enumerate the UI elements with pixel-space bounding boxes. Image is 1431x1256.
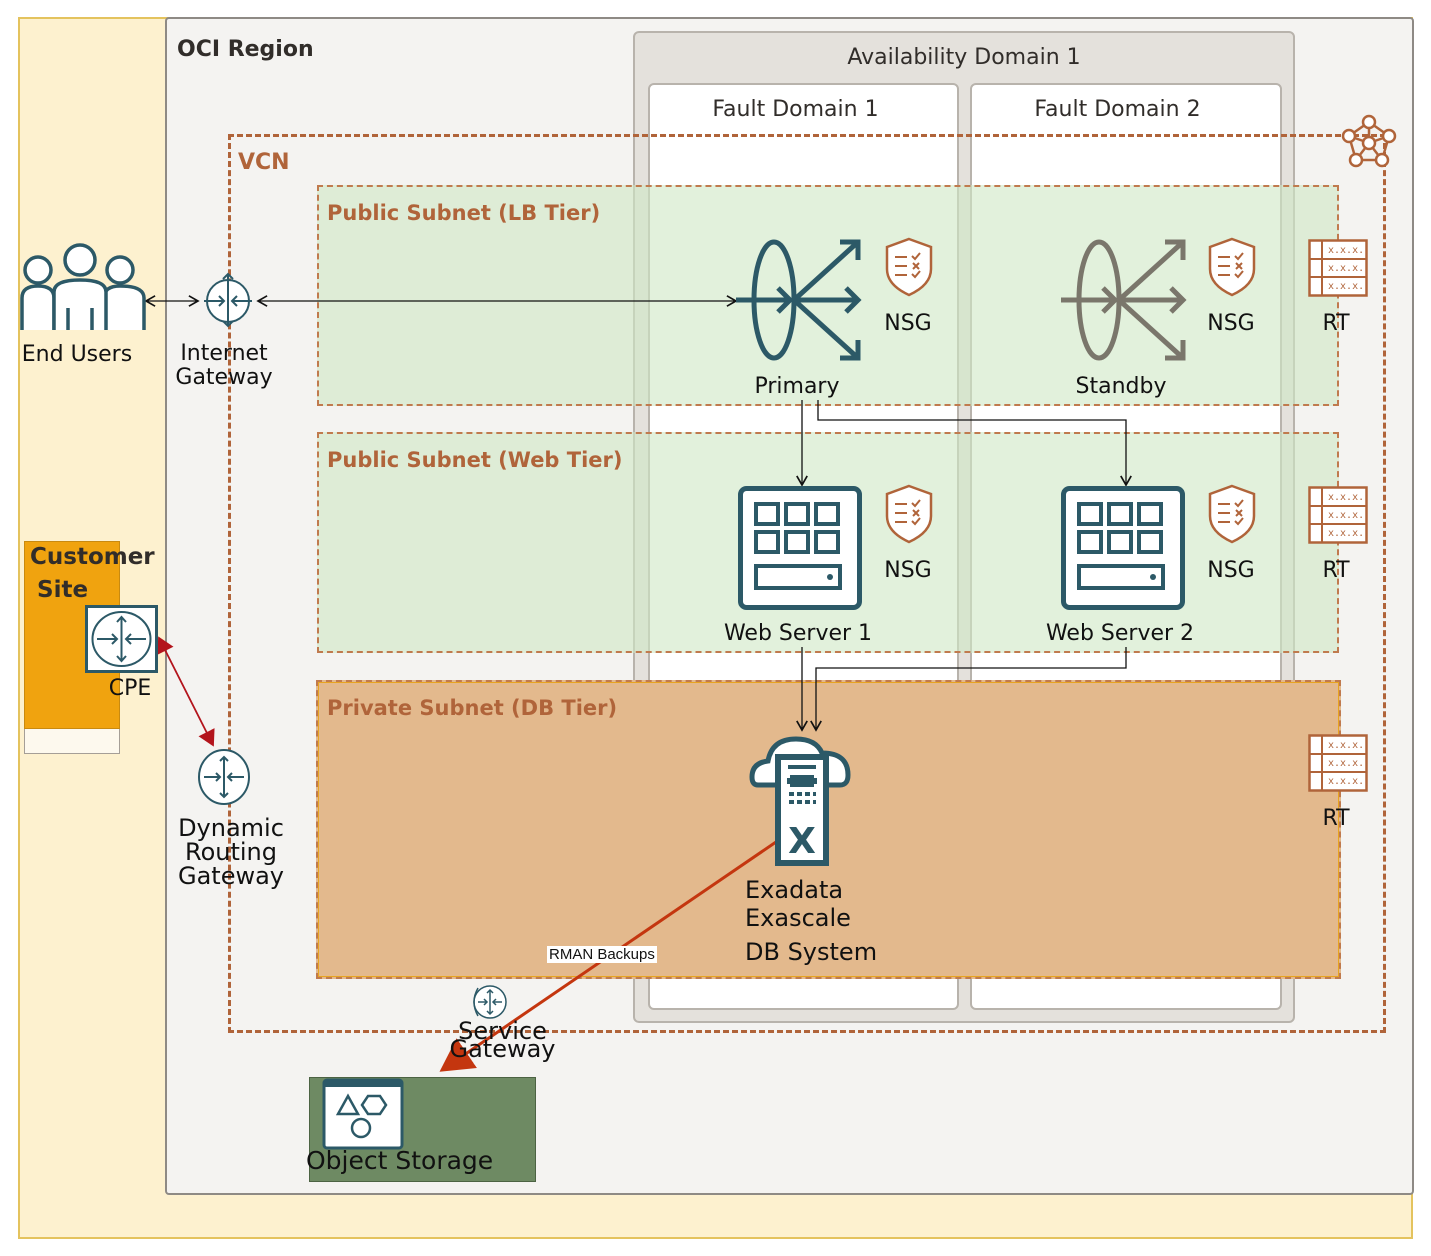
cpe-label: CPE xyxy=(108,676,152,701)
route-entry: x.x.x. xyxy=(1328,281,1365,292)
internet-gateway-icon[interactable] xyxy=(202,272,254,328)
standby-load-balancer-label: Standby xyxy=(1075,374,1167,399)
oci-region-label: OCI Region xyxy=(177,37,314,62)
internet-gateway-label-line1: Internet xyxy=(180,341,268,366)
route-entry: x.x.x. xyxy=(1328,510,1365,521)
route-table-entries: x.x.x. x.x.x. x.x.x. xyxy=(1328,489,1364,543)
rman-backups-label: RMAN Backups xyxy=(547,946,657,963)
fault-domain-1-label: Fault Domain 1 xyxy=(712,97,879,122)
web-server-2-icon[interactable] xyxy=(1061,486,1185,610)
internet-gateway-label: Internet Gateway xyxy=(168,342,280,390)
svg-text:X: X xyxy=(788,821,816,862)
primary-load-balancer-label: Primary xyxy=(754,374,840,399)
exadata-label-line2: Exascale xyxy=(745,904,851,932)
exadata-label-line3: DB System xyxy=(745,938,878,966)
vcn xyxy=(228,134,1386,1033)
subnet-lb-tier-label: Public Subnet (LB Tier) xyxy=(327,201,601,225)
subnet-web-tier-label: Public Subnet (Web Tier) xyxy=(327,448,623,472)
route-table-icon xyxy=(1308,734,1368,792)
service-gateway-label-line1: Service xyxy=(458,1017,547,1045)
drg-label-line2: Routing xyxy=(184,838,277,866)
fault-domain-2-label: Fault Domain 2 xyxy=(1034,97,1201,122)
exadata-database-label: Exadata Exascale DB System xyxy=(745,876,877,966)
route-entry: x.x.x. xyxy=(1328,263,1365,274)
web-server-2-label: Web Server 2 xyxy=(1045,621,1195,646)
availability-domain-label: Availability Domain 1 xyxy=(847,45,1081,70)
nsg-shield-icon xyxy=(885,484,933,544)
dynamic-routing-gateway-label: Dynamic Routing Gateway xyxy=(170,816,292,888)
customer-site-label-line1: Customer xyxy=(30,544,155,570)
web-server-1-icon[interactable] xyxy=(738,486,862,610)
nsg-shield-icon xyxy=(1208,484,1256,544)
route-table-entries: x.x.x. x.x.x. x.x.x. xyxy=(1328,242,1364,296)
exadata-database-icon[interactable]: X xyxy=(749,735,852,867)
drg-label-line3: Gateway xyxy=(177,862,285,890)
service-gateway-icon[interactable] xyxy=(468,982,512,1022)
route-table-entries: x.x.x. x.x.x. x.x.x. xyxy=(1328,737,1364,791)
object-storage-label: Object Storage xyxy=(306,1146,494,1175)
route-table-icon xyxy=(1308,486,1368,544)
route-entry: x.x.x. xyxy=(1328,776,1365,787)
service-gateway-label: Service Gateway xyxy=(440,1017,565,1063)
object-storage-icon[interactable] xyxy=(322,1078,404,1150)
nsg-label: NSG xyxy=(884,558,932,583)
vcn-label: VCN xyxy=(238,150,290,175)
route-entry: x.x.x. xyxy=(1328,758,1365,769)
vcn-icon xyxy=(1341,114,1397,168)
link-primary-web2 xyxy=(817,400,1132,487)
exadata-label-line1: Exadata xyxy=(745,876,844,904)
link-cpe-drg xyxy=(157,636,215,747)
nsg-label: NSG xyxy=(1207,558,1255,583)
end-users-label: End Users xyxy=(21,342,133,367)
rt-label: RT xyxy=(1322,558,1350,583)
cpe-router-icon[interactable] xyxy=(85,605,158,673)
drg-label-line1: Dynamic xyxy=(178,814,284,842)
nsg-label: NSG xyxy=(884,311,932,336)
standby-load-balancer-icon[interactable] xyxy=(1061,238,1187,362)
link-web2-db xyxy=(810,647,1127,732)
nsg-label: NSG xyxy=(1207,311,1255,336)
rt-label: RT xyxy=(1322,806,1350,831)
nsg-shield-icon xyxy=(885,237,933,297)
customer-site-label-line2: Site xyxy=(37,577,89,603)
end-users-icon xyxy=(20,243,146,330)
route-table-icon xyxy=(1308,239,1368,297)
web-server-1-label: Web Server 1 xyxy=(723,621,873,646)
nsg-shield-icon xyxy=(1208,237,1256,297)
route-entry: x.x.x. xyxy=(1328,492,1365,503)
internet-gateway-label-line2: Gateway xyxy=(175,365,273,390)
route-entry: x.x.x. xyxy=(1328,245,1365,256)
route-entry: x.x.x. xyxy=(1328,740,1365,751)
route-entry: x.x.x. xyxy=(1328,528,1365,539)
dynamic-routing-gateway-icon[interactable] xyxy=(197,748,251,806)
subnet-db-tier-label: Private Subnet (DB Tier) xyxy=(327,696,618,720)
primary-load-balancer-icon[interactable] xyxy=(736,238,862,362)
service-gateway-label-line2: Gateway xyxy=(449,1035,556,1063)
rt-label: RT xyxy=(1322,311,1350,336)
